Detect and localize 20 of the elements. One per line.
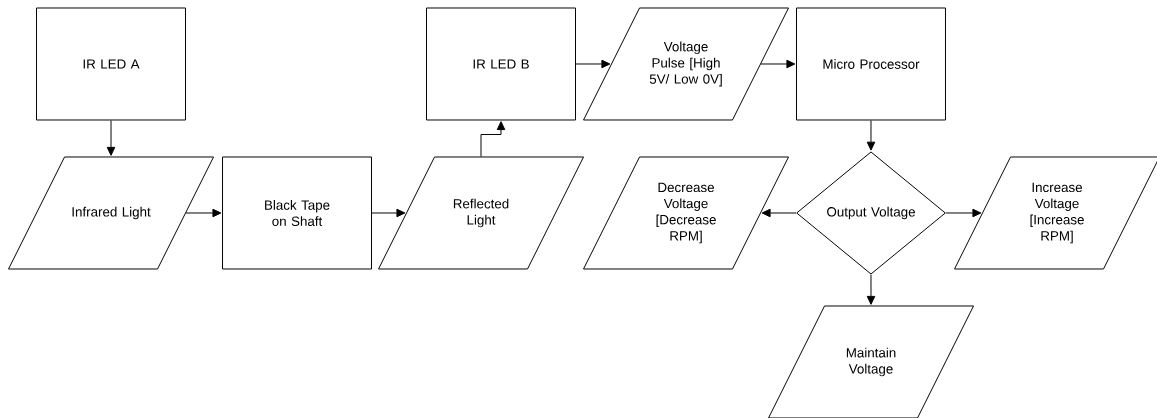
arrow <box>185 208 222 218</box>
data-parallelogram: Infrared Light <box>8 156 215 270</box>
data-parallelogram: Voltage Pulse [High 5V/ Low 0V] <box>583 7 789 121</box>
arrow <box>480 121 506 157</box>
process-box: Black Tape on Shaft <box>222 156 372 270</box>
data-parallelogram: Increase Voltage [Increase RPM] <box>954 156 1157 270</box>
arrow <box>866 120 876 151</box>
arrow <box>371 208 406 218</box>
arrow <box>575 59 611 69</box>
arrow <box>106 120 116 156</box>
data-parallelogram: Maintain Voltage <box>768 305 974 418</box>
arrow <box>761 208 797 218</box>
process-box: IR LED A <box>36 7 186 121</box>
arrow <box>760 59 796 69</box>
process-box: Micro Processor <box>796 7 946 121</box>
data-parallelogram: Reflected Light <box>378 156 584 270</box>
process-box: IR LED B <box>426 7 576 121</box>
data-parallelogram: Decrease Voltage [Decrease RPM] <box>583 156 789 270</box>
arrow <box>945 208 982 218</box>
arrow <box>866 274 876 305</box>
